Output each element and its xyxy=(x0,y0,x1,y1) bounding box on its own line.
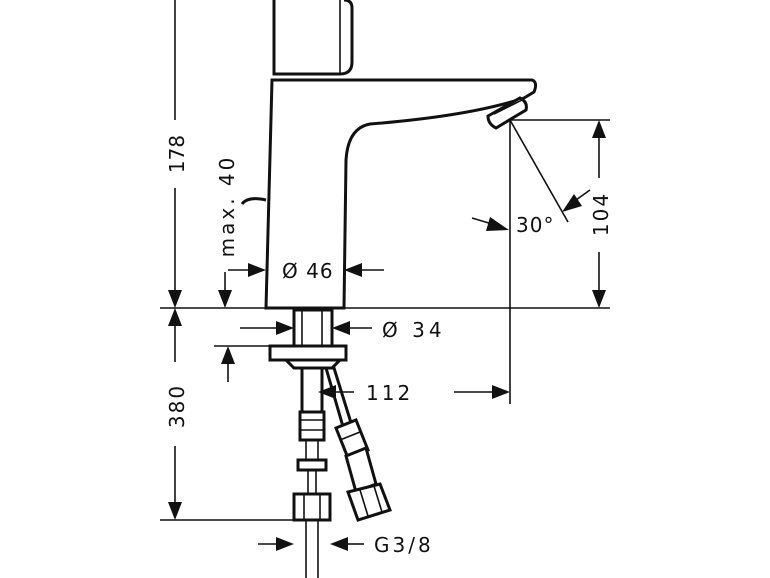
dim-label-max-40: max. 40 xyxy=(215,155,239,258)
dim-diameter-34: Ø 34 xyxy=(240,318,446,342)
dim-label-112: 112 xyxy=(366,381,413,405)
dim-label-diameter-34: Ø 34 xyxy=(382,318,446,342)
dim-label-104: 104 xyxy=(589,192,613,236)
dim-nut-height xyxy=(214,345,270,382)
dim-label-380: 380 xyxy=(165,384,189,428)
dim-label-diameter-46: Ø 46 xyxy=(282,259,334,283)
hoses xyxy=(292,366,392,578)
dim-diameter-46: Ø 46 xyxy=(228,259,384,283)
faucet-shank xyxy=(268,308,348,370)
dim-label-178: 178 xyxy=(165,135,189,173)
dim-thread-g38: G3/8 xyxy=(258,533,434,557)
dim-178: 178 xyxy=(165,0,189,308)
dim-380: 380 xyxy=(160,308,300,521)
dim-angle-30: 30° xyxy=(471,119,591,404)
dim-label-thread-g38: G3/8 xyxy=(374,533,434,557)
dim-label-angle-30: 30° xyxy=(516,213,554,237)
dim-max-40: max. 40 xyxy=(215,155,239,308)
dim-104: 104 xyxy=(510,119,613,308)
faucet-body xyxy=(240,0,538,310)
dim-112: 112 xyxy=(318,381,510,405)
